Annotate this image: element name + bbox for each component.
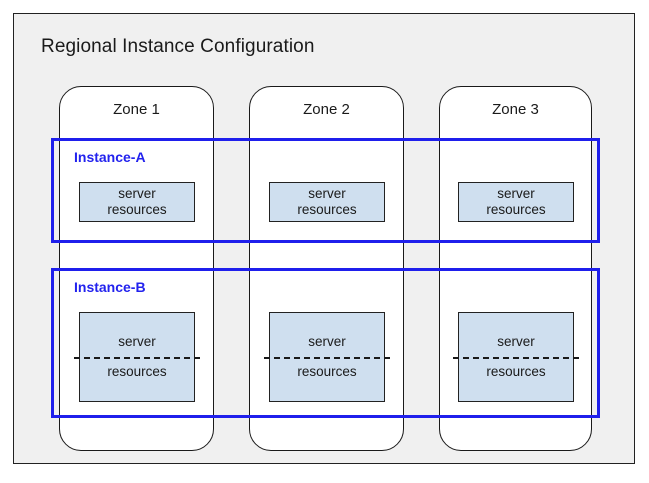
server-resources-box[interactable]: server resources: [74, 312, 200, 402]
partition-divider-line: [453, 357, 579, 359]
zone-label-1: Zone 1: [113, 101, 160, 118]
region-frame: Zone 1 Zone 2 Zone 3 Instance-A server r…: [13, 13, 635, 464]
server-resources-box[interactable]: server resources: [453, 312, 579, 402]
server-resources-line-2: resources: [486, 202, 546, 217]
server-resources-box[interactable]: server resources: [264, 312, 390, 402]
server-resources-line-2: resources: [107, 202, 167, 217]
zone-label-3: Zone 3: [492, 101, 539, 118]
server-resources-box[interactable]: server resources: [458, 182, 574, 222]
instance-label-b: Instance-B: [74, 279, 146, 295]
instance-band-a[interactable]: Instance-A server resources server resou…: [51, 138, 600, 243]
server-resources-line-1: server: [497, 334, 535, 350]
server-resources-line-2: resources: [107, 364, 167, 379]
zone-label-2: Zone 2: [303, 101, 350, 118]
server-resources-line-2: resources: [297, 364, 357, 379]
partition-divider-line: [264, 357, 390, 359]
server-resources-line-2: resources: [297, 202, 357, 217]
instance-label-a: Instance-A: [74, 149, 146, 165]
server-resources-box[interactable]: server resources: [79, 182, 195, 222]
partition-divider-line: [74, 357, 200, 359]
server-resources-line-1: server: [497, 186, 535, 202]
server-resources-line-1: server: [308, 334, 346, 350]
server-resources-line-1: server: [308, 186, 346, 202]
server-resources-line-2: resources: [486, 364, 546, 379]
diagram-title: Regional Instance Configuration: [41, 36, 315, 57]
server-resources-line-1: server: [118, 334, 156, 350]
instance-band-b[interactable]: Instance-B server resources server resou…: [51, 268, 600, 418]
server-resources-box[interactable]: server resources: [269, 182, 385, 222]
server-resources-line-1: server: [118, 186, 156, 202]
